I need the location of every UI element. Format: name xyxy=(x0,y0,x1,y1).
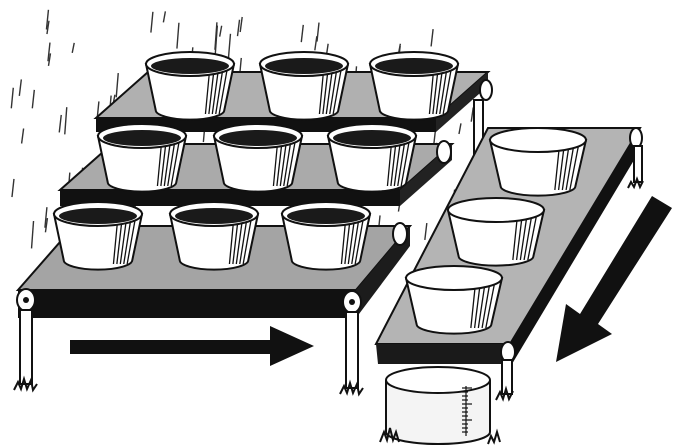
bucket-side xyxy=(406,266,502,334)
bucket xyxy=(214,124,302,192)
front-left-leg xyxy=(14,289,37,390)
rain-streak xyxy=(12,179,14,197)
rain-streak xyxy=(72,43,74,53)
rain-streak xyxy=(59,115,61,132)
rain-streak xyxy=(238,20,240,36)
rain-streak xyxy=(215,22,217,50)
rain-streak xyxy=(22,128,24,143)
bucket xyxy=(370,52,458,120)
roller-end xyxy=(437,141,451,163)
rain-streak xyxy=(19,79,21,95)
bucket-side xyxy=(448,198,544,266)
rain-streak xyxy=(220,26,222,37)
direction-arrow-right xyxy=(70,326,314,366)
bucket xyxy=(260,52,348,120)
rain-streak xyxy=(228,34,230,58)
bucket-side xyxy=(490,128,586,196)
rain-streak xyxy=(471,108,473,122)
rain-streak xyxy=(425,223,427,240)
rain-streak xyxy=(11,88,13,109)
rain-streak xyxy=(240,17,242,32)
rain-streak xyxy=(459,123,461,134)
bucket xyxy=(328,124,416,192)
rain-streak xyxy=(317,23,319,42)
rain-streak xyxy=(177,23,179,49)
bucket xyxy=(170,202,258,270)
bucket xyxy=(282,202,370,270)
bucket xyxy=(98,124,186,192)
rain-streak xyxy=(431,29,433,46)
bucket xyxy=(54,202,142,270)
bucket xyxy=(146,52,234,120)
rain-streak xyxy=(151,12,153,33)
rain-streak xyxy=(301,25,303,42)
rain-streak xyxy=(32,90,34,108)
rain-streak xyxy=(315,36,317,50)
rain-streak xyxy=(65,107,67,134)
rain-streak xyxy=(163,11,165,22)
front-right-leg xyxy=(340,291,363,394)
measuring-cylinder xyxy=(380,367,500,444)
rain-streak xyxy=(116,73,118,97)
roller-end xyxy=(393,223,407,245)
rain-streak xyxy=(32,221,34,248)
